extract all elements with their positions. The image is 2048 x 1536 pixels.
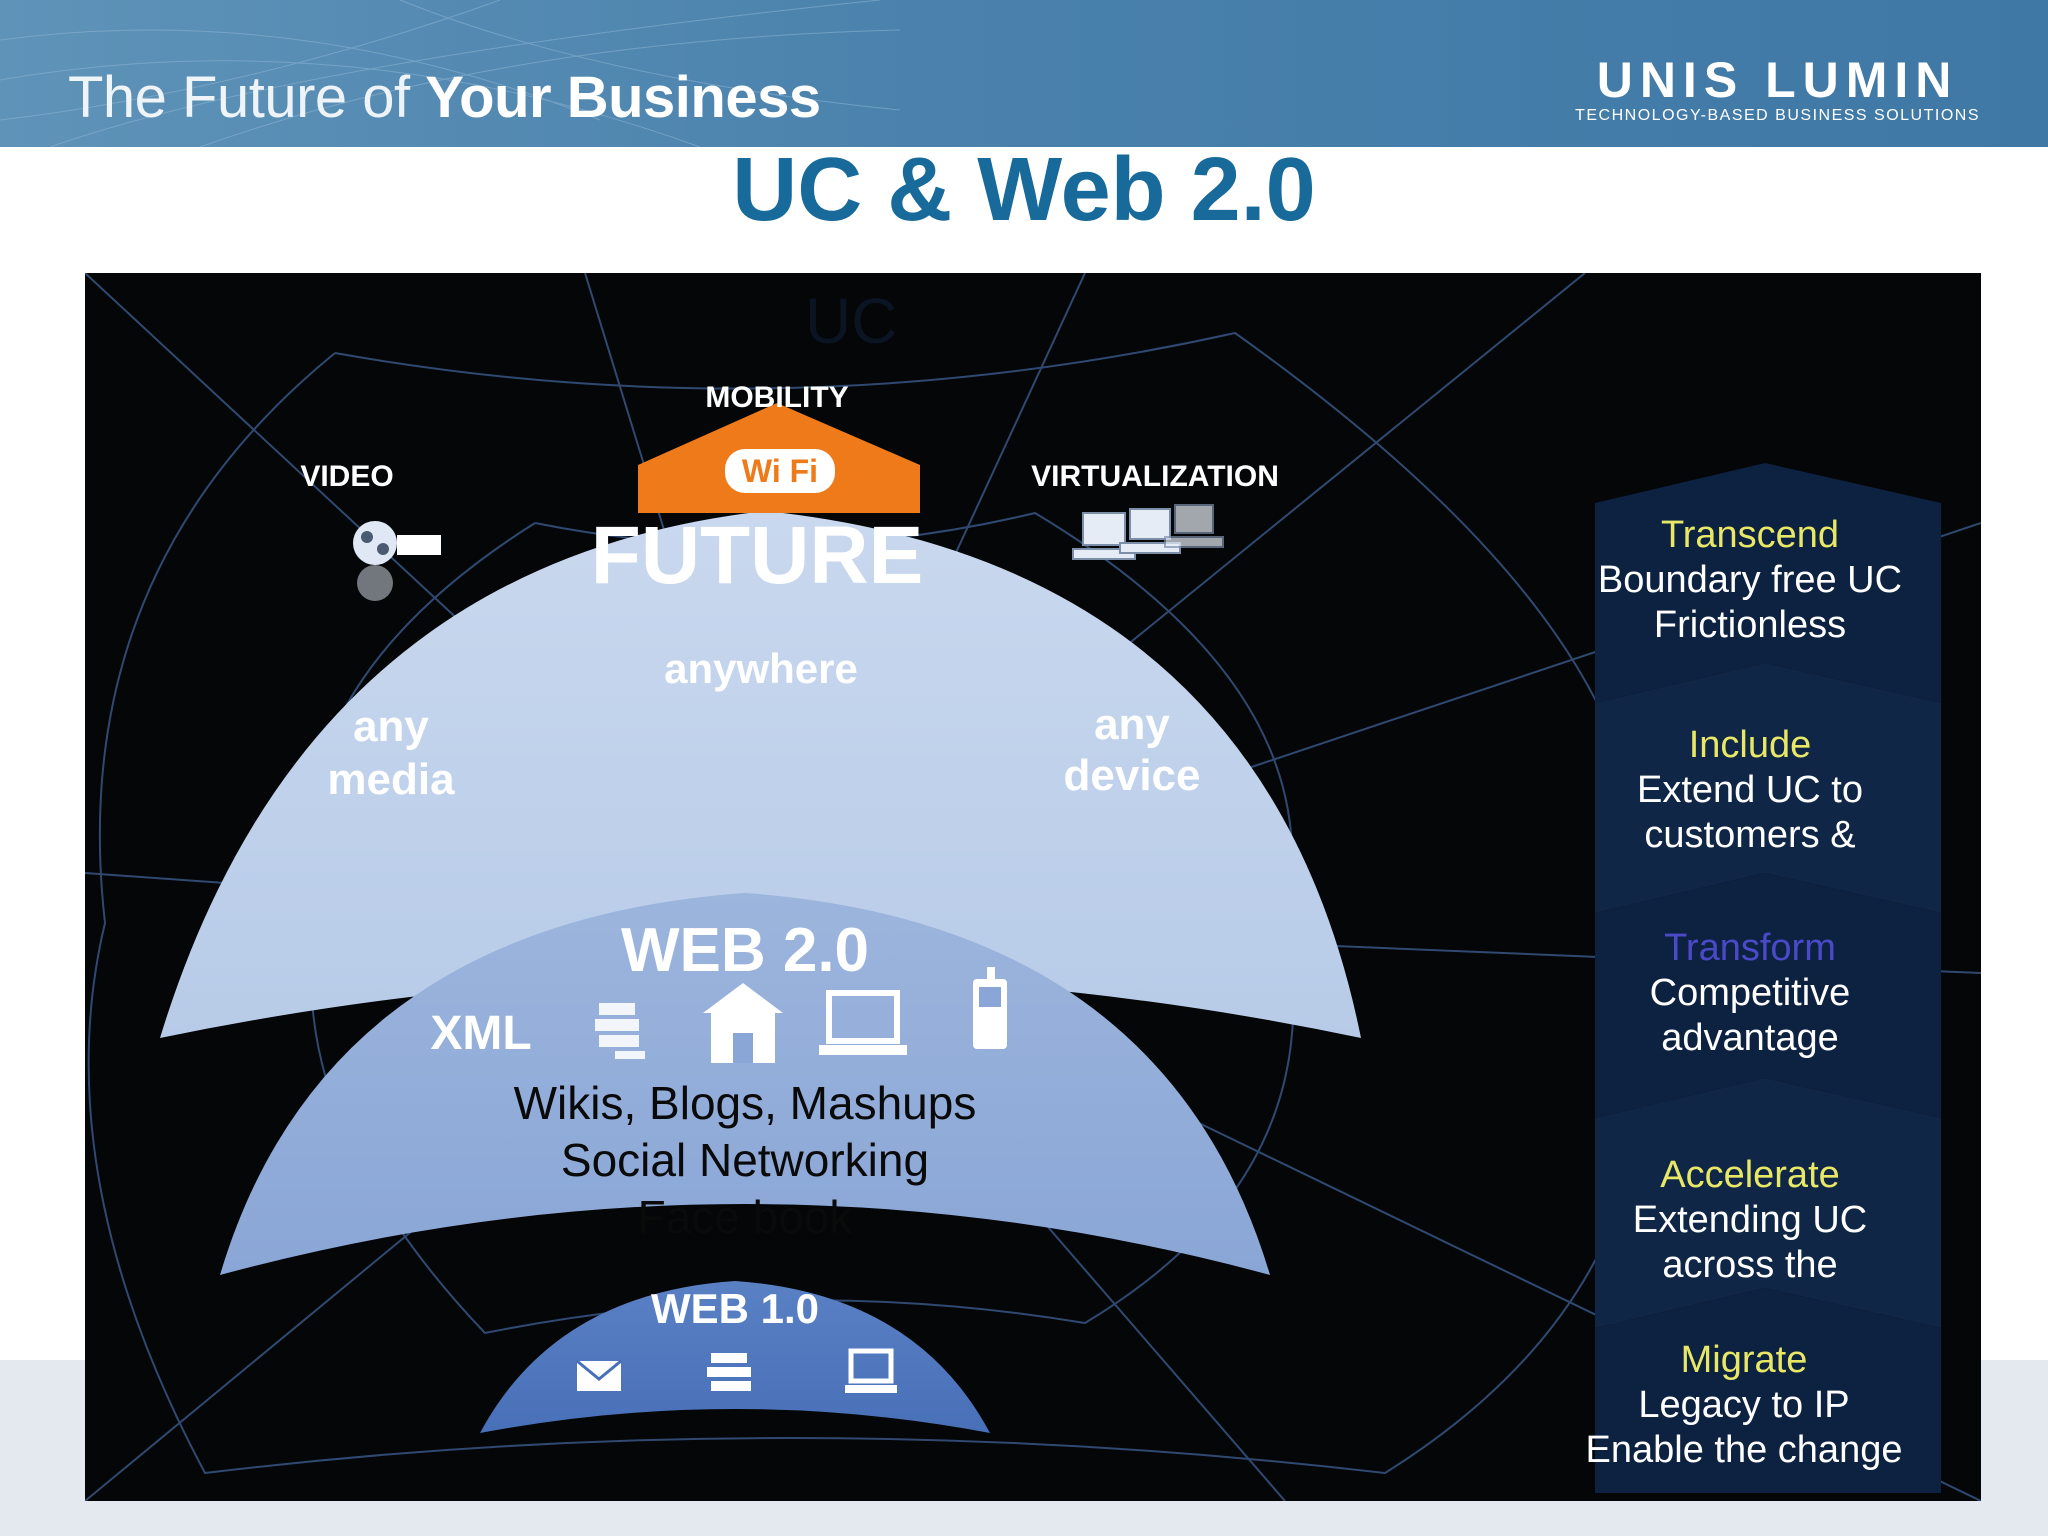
- step-include: Include Extend UC to customers &: [1585, 723, 1915, 858]
- chevron-transform: [1595, 873, 1941, 1118]
- any-media-line2: media: [327, 755, 455, 804]
- tagline-thin: The Future of: [68, 65, 426, 130]
- web1-title: WEB 1.0: [651, 1285, 819, 1332]
- any-device-line2: device: [1064, 751, 1201, 800]
- banner-pattern: [0, 0, 900, 147]
- step-title: Transcend: [1660, 514, 1840, 556]
- chevron-stack: [1595, 463, 1941, 1493]
- step-title: Transform: [1664, 927, 1836, 969]
- web2-title: WEB 2.0: [621, 916, 869, 985]
- step-migrate: Migrate Legacy to IP Enable the change: [1579, 1338, 1909, 1473]
- step-title: Include: [1688, 724, 1812, 766]
- web2-line1: Wikis, Blogs, Mashups: [514, 1077, 977, 1129]
- wifi-badge: [725, 449, 835, 493]
- any-media-line1: any: [353, 702, 429, 751]
- chevron-include: [1595, 663, 1941, 913]
- email-icon: [576, 1359, 622, 1391]
- mobility-label: MOBILITY: [705, 381, 848, 414]
- step-title: Accelerate: [1660, 1154, 1840, 1196]
- any-device-line1: any: [1094, 700, 1170, 749]
- computers-icon: [1072, 504, 1224, 560]
- home-icon: [703, 983, 783, 1063]
- web2-line3: Face book: [638, 1191, 854, 1243]
- laptop-icon: [819, 990, 907, 1055]
- diagram-canvas: UC Wi Fi MOBILITY VIDEO VIRTUALIZATION F…: [85, 273, 1981, 1501]
- header-banner: The Future of Your Business UNIS LUMIN T…: [0, 0, 2048, 147]
- virtualization-label: VIRTUALIZATION: [1031, 460, 1279, 493]
- web2-dome: [220, 893, 1270, 1275]
- step-line: advantage: [1661, 1017, 1839, 1059]
- server-stack-icon: [595, 1003, 645, 1059]
- brand-tagline: TECHNOLOGY-BASED BUSINESS SOLUTIONS: [1575, 107, 1980, 124]
- step-accelerate: Accelerate Extending UC across the: [1585, 1153, 1915, 1288]
- step-line: Extending UC: [1632, 1199, 1868, 1241]
- chevron-accelerate: [1595, 1078, 1941, 1328]
- faded-heading: UC: [805, 285, 897, 357]
- tagline: The Future of Your Business: [68, 64, 821, 131]
- step-line: customers &: [1644, 814, 1856, 856]
- step-transform: Transform Competitive advantage: [1585, 926, 1915, 1061]
- brand-name: UNIS LUMIN: [1596, 52, 1959, 108]
- xml-label: XML: [430, 1007, 531, 1060]
- step-line: Enable the change: [1585, 1429, 1903, 1471]
- step-line: Boundary free UC: [1597, 559, 1903, 601]
- chevron-migrate: [1595, 1288, 1941, 1493]
- step-line: Legacy to IP: [1638, 1384, 1850, 1426]
- desktop-icon: [845, 1348, 897, 1393]
- chevron-transcend: [1595, 463, 1941, 703]
- server-icon: [707, 1353, 751, 1391]
- video-label: VIDEO: [300, 460, 393, 493]
- step-title: Migrate: [1680, 1339, 1808, 1381]
- anywhere-label: anywhere: [664, 645, 858, 692]
- tagline-bold: Your Business: [425, 65, 821, 130]
- page-title: UC & Web 2.0: [732, 140, 1316, 240]
- video-film-icon: [353, 521, 441, 601]
- step-transcend: Transcend Boundary free UC Frictionless: [1585, 513, 1915, 648]
- brand-logo: UNIS LUMIN TECHNOLOGY-BASED BUSINESS SOL…: [1575, 54, 1980, 126]
- step-line: Competitive: [1649, 972, 1851, 1014]
- step-line: across the: [1662, 1244, 1838, 1286]
- web2-line2: Social Networking: [561, 1134, 929, 1186]
- step-line: Extend UC to: [1637, 769, 1863, 811]
- future-dome: [160, 511, 1361, 1038]
- diagram-panel: UC Wi Fi MOBILITY VIDEO VIRTUALIZATION F…: [85, 273, 1981, 1501]
- mobile-phone-icon: [973, 967, 1007, 1049]
- step-line: Frictionless: [1653, 604, 1847, 646]
- wifi-label: Wi Fi: [742, 453, 818, 489]
- future-title: FUTURE: [591, 510, 924, 601]
